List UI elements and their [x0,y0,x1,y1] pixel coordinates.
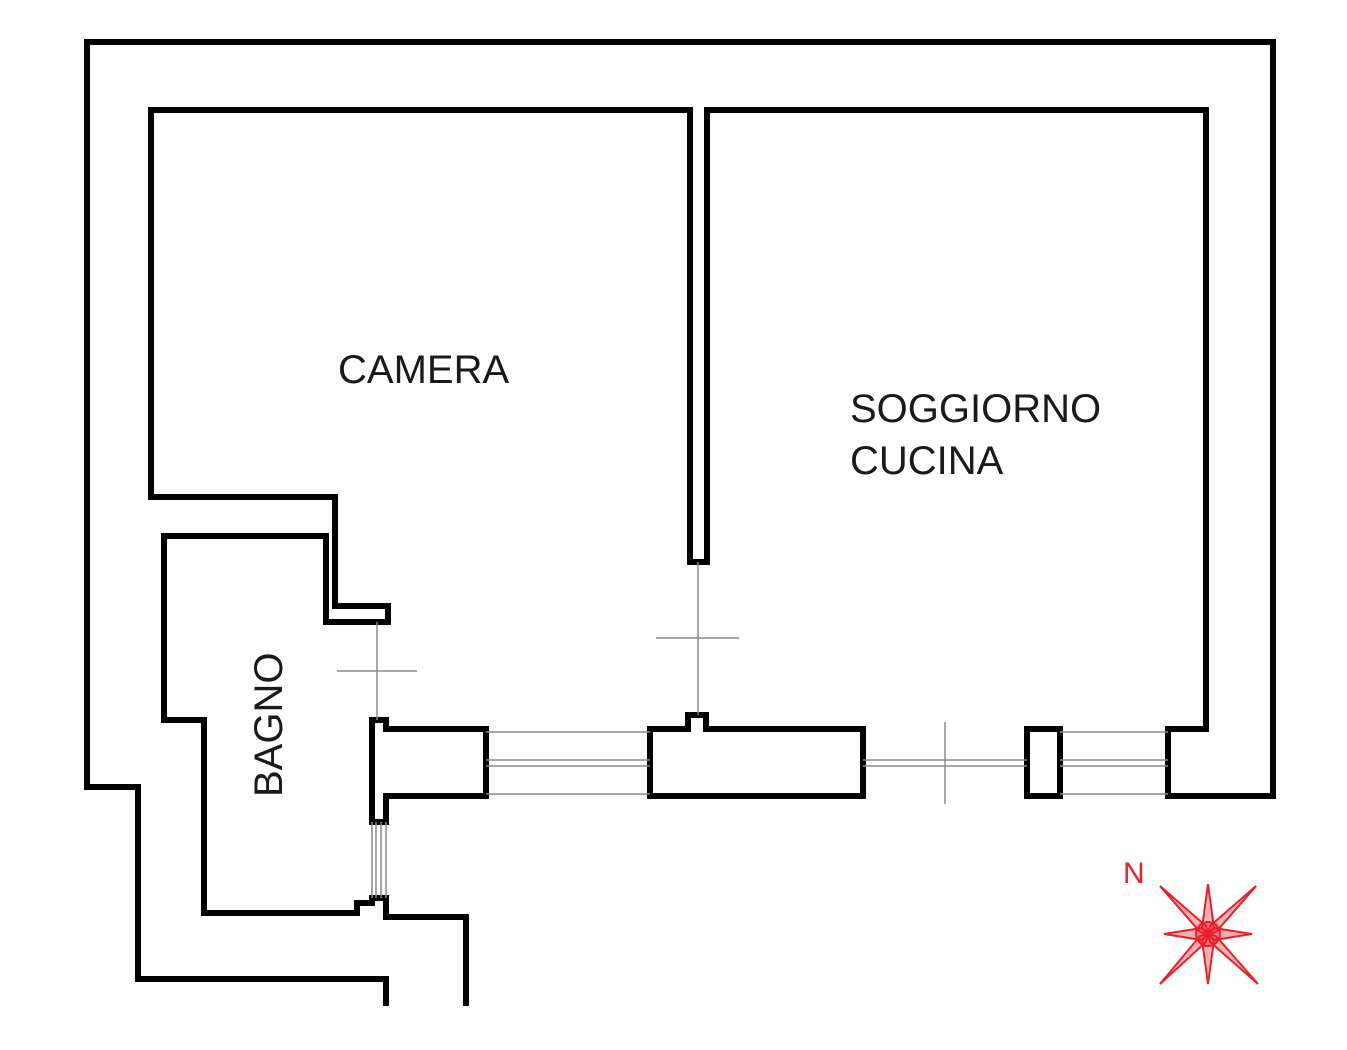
camera-wall [148,107,693,916]
door-camera-soggiorno [656,562,739,715]
window-center [863,722,1027,804]
window-right [1060,731,1168,795]
middle-wall-segment [647,712,866,799]
window-left [486,731,650,795]
room-label-soggiorno: SOGGIORNO [850,387,1101,431]
outer-wall [84,39,1276,1006]
north-compass-icon: N [1123,857,1259,985]
room-label-cucina: CUCINA [850,439,1004,483]
north-label: N [1123,857,1145,890]
window-bagno [371,822,387,898]
partition-wall [687,107,1276,799]
room-label-camera: CAMERA [338,348,509,392]
door-camera-bagno [337,622,417,720]
pillar [1024,726,1063,799]
room-label-bagno: BAGNO [247,653,291,797]
bagno-jamb-wall [369,717,489,825]
bagno-lower-wall [354,895,469,1006]
